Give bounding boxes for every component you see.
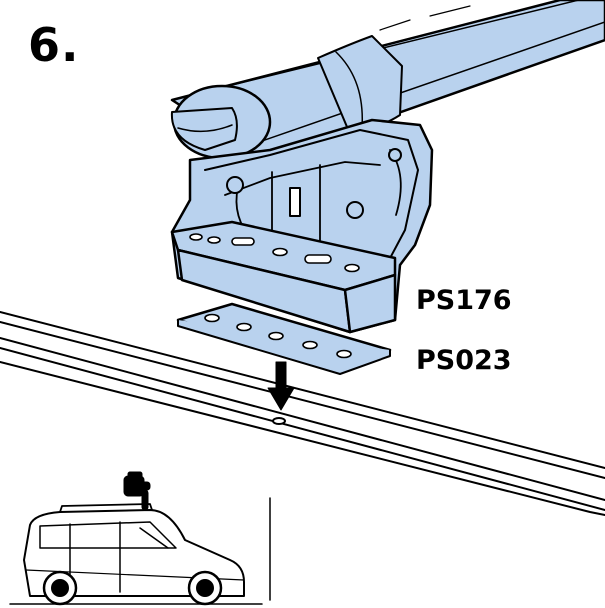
- foot-ps176: [170, 118, 434, 334]
- pad-ps023: [176, 302, 392, 375]
- part-label-ps176: PS176: [416, 285, 512, 316]
- van-icon: [23, 503, 245, 606]
- step-number: 6.: [28, 18, 80, 72]
- part-label-ps023: PS023: [416, 345, 512, 376]
- rail-mounting-hole: [272, 417, 286, 425]
- arrow-down-icon: [267, 361, 295, 411]
- roof-rail: [0, 311, 605, 516]
- crossbar: [170, 0, 605, 162]
